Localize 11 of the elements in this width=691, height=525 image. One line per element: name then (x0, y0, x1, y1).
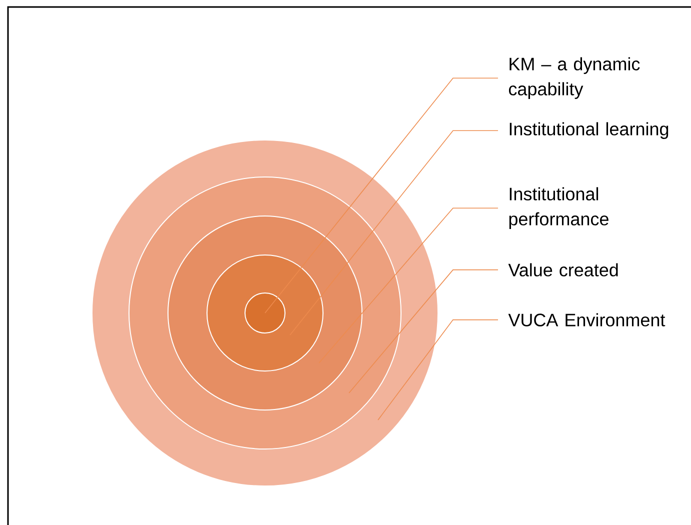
ring-label: Institutional performance (509, 187, 608, 229)
leader-line (378, 319, 498, 420)
ring-label: Institutional learning (510, 122, 668, 139)
leader-line (348, 269, 498, 394)
leader-line (290, 130, 498, 336)
leader-line (318, 208, 498, 364)
ring-label: KM – a dynamic capability (508, 57, 640, 99)
leader-line (264, 78, 498, 314)
ring-label: VUCA Environment (508, 313, 666, 326)
circle-ring (244, 292, 286, 334)
ring-label: Value created (508, 263, 618, 276)
